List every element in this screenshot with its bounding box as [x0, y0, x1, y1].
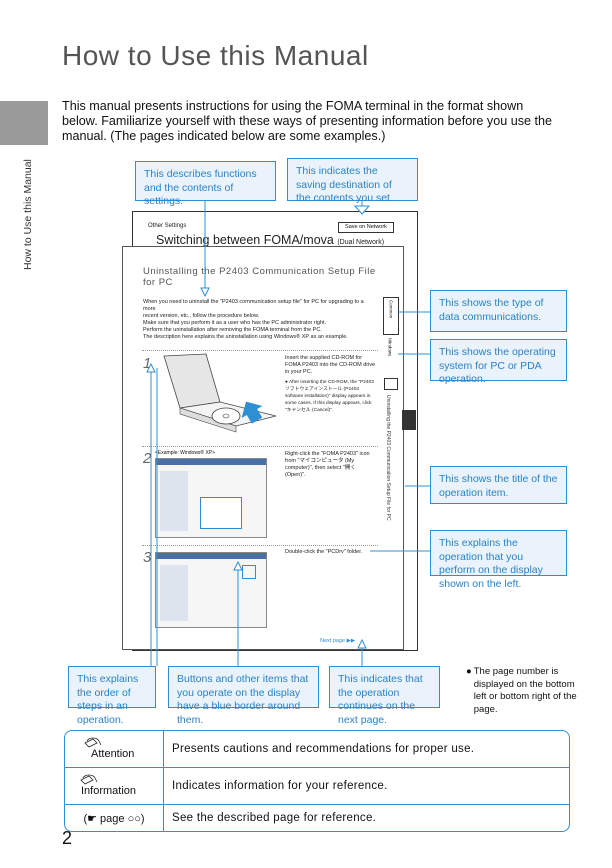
information-icon: Information: [65, 768, 164, 804]
callout-data-type: This shows the type of data communicatio…: [430, 290, 567, 332]
step-3-text: Double-click the "PCDrv" folder.: [285, 549, 363, 555]
mock-side-vertical: Uninstalling the P2403 Communication Set…: [385, 395, 391, 521]
callout-explain: This explains the operation that you per…: [430, 530, 567, 590]
mock-item-title: Uninstalling the P2403 Communication Set…: [143, 266, 376, 288]
ref-row-information: Information Indicates information for yo…: [65, 768, 569, 805]
mock-section-title: Switching between FOMA/mova (Dual Networ…: [156, 233, 385, 247]
ref-row-page: (☛ page ○○) See the described page for r…: [65, 805, 569, 831]
data-type-badge: Common: [383, 297, 399, 335]
callout-saving: This indicates the saving destination of…: [287, 158, 418, 204]
page-reference-description: See the described page for reference.: [172, 812, 377, 824]
mock-breadcrumb: Other Settings: [148, 223, 187, 229]
callout-order: This explains the order of steps in an o…: [68, 666, 156, 726]
callout-functions: This describes functions and the content…: [135, 161, 276, 207]
page-title: How to Use this Manual: [62, 40, 369, 71]
step-2-text: Right-click the "FOMA P2403" icon from "…: [285, 451, 370, 478]
page-number: 2: [62, 828, 73, 848]
mock-description: When you need to uninstall the "P2403 co…: [143, 299, 364, 340]
ref-row-attention: Attention Presents cautions and recommen…: [65, 731, 569, 768]
section-tab: [0, 101, 48, 145]
information-description: Indicates information for your reference…: [172, 780, 388, 792]
pc-icon: [384, 378, 398, 390]
step-3-number: 3: [143, 549, 152, 566]
step-1-note: ● After inserting the CD-ROM, the "P2403…: [285, 380, 374, 413]
laptop-illustration: [163, 353, 277, 433]
callout-os: This shows the operating system for PC o…: [430, 339, 567, 385]
page-reference-label: (☛ page ○○): [65, 805, 164, 831]
page-number-note: ●The page number is displayed on the bot…: [466, 666, 577, 715]
save-badge: Save on Network: [338, 222, 394, 233]
callout-op-title: This shows the title of the operation it…: [430, 466, 567, 504]
callout-buttons: Buttons and other items that you operate…: [168, 666, 319, 726]
screenshot-window-2: [155, 552, 267, 628]
step-1-number: 1: [143, 355, 152, 372]
screenshot-window-1: [155, 458, 267, 538]
next-page-indicator: Next page ▶▶: [320, 638, 356, 644]
attention-description: Presents cautions and recommendations fo…: [172, 743, 475, 755]
step-2-number: 2: [143, 450, 152, 467]
attention-icon: Attention: [65, 731, 164, 767]
callout-continues: This indicates that the operation contin…: [329, 666, 440, 726]
step-1-text: Insert the supplied CD-ROM for FOMA P240…: [285, 355, 376, 375]
svg-text:Attention: Attention: [91, 748, 134, 760]
intro-text: This manual presents instructions for us…: [62, 99, 553, 143]
reference-table: Attention Presents cautions and recommen…: [64, 730, 570, 832]
page-index-tab: [402, 410, 416, 430]
svg-text:Information: Information: [81, 785, 136, 797]
os-badge: Windows: [387, 338, 393, 357]
step-2-example: <Example: Windows® XP>: [155, 450, 216, 456]
